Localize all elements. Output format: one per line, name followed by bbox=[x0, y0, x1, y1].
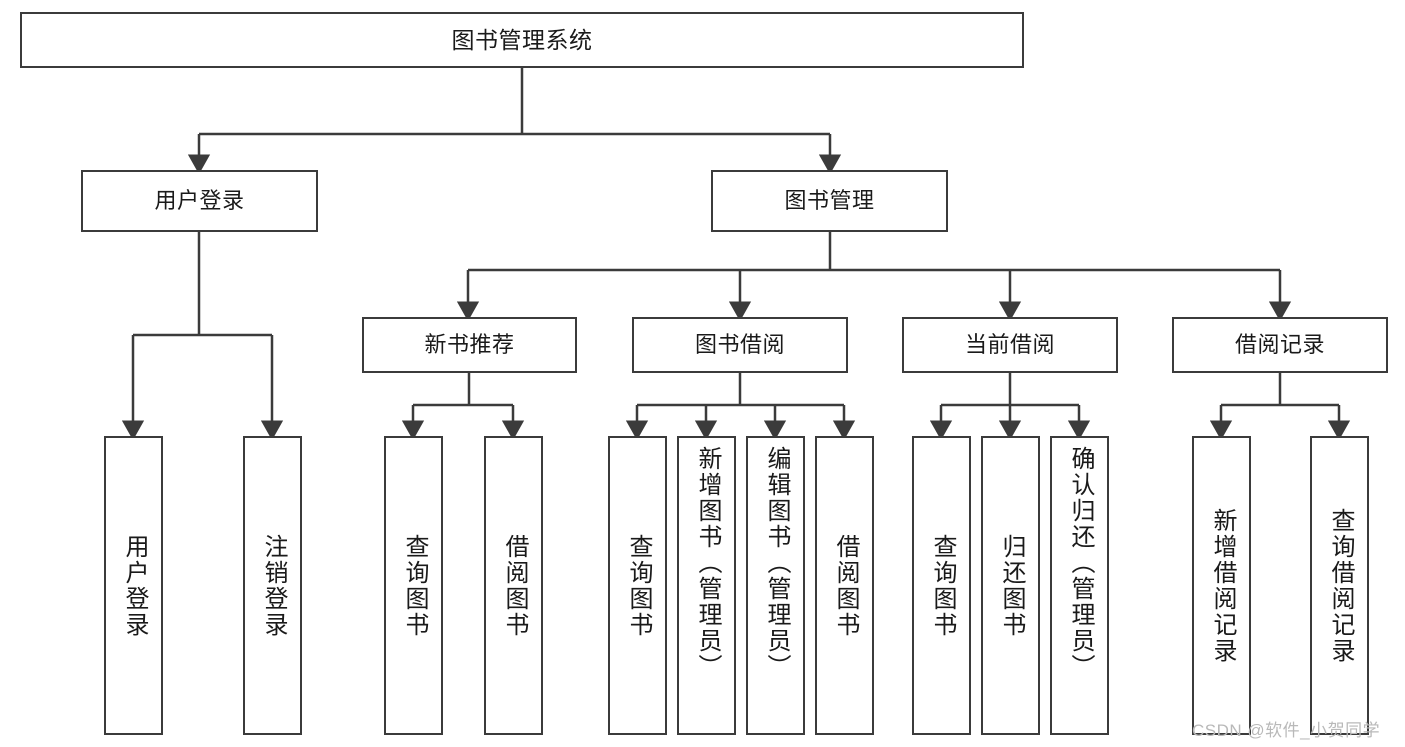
node-user-login[interactable]: 用户登录 bbox=[81, 170, 318, 232]
leaf-query-book-borrow[interactable]: 查询图书 bbox=[608, 436, 667, 735]
leaf-query-borrow-record[interactable]: 查询借阅记录 bbox=[1310, 436, 1369, 735]
leaf-confirm-return-admin[interactable]: 确认归还（管理员） bbox=[1050, 436, 1109, 735]
leaf-borrow-book[interactable]: 借阅图书 bbox=[815, 436, 874, 735]
node-book-management[interactable]: 图书管理 bbox=[711, 170, 948, 232]
node-label: 图书管理系统 bbox=[451, 26, 593, 53]
node-label: 新书推荐 bbox=[424, 332, 515, 358]
node-label: 借阅图书 bbox=[500, 533, 528, 638]
leaf-return-book[interactable]: 归还图书 bbox=[981, 436, 1040, 735]
leaf-query-book-current[interactable]: 查询图书 bbox=[912, 436, 971, 735]
leaf-add-book-admin[interactable]: 新增图书（管理员） bbox=[677, 436, 736, 735]
leaf-logout[interactable]: 注销登录 bbox=[243, 436, 302, 735]
node-label: 新增借阅记录 bbox=[1208, 507, 1236, 664]
node-label: 新增图书（管理员） bbox=[693, 446, 721, 680]
node-label: 图书管理 bbox=[784, 188, 875, 214]
leaf-edit-book-admin[interactable]: 编辑图书（管理员） bbox=[746, 436, 805, 735]
node-label: 借阅记录 bbox=[1234, 332, 1325, 358]
node-book-borrow[interactable]: 图书借阅 bbox=[632, 317, 848, 373]
leaf-add-borrow-record[interactable]: 新增借阅记录 bbox=[1192, 436, 1251, 735]
node-current-borrow[interactable]: 当前借阅 bbox=[902, 317, 1118, 373]
node-label: 确认归还（管理员） bbox=[1066, 446, 1094, 680]
node-label: 借阅图书 bbox=[831, 533, 859, 638]
leaf-borrow-book-recommend[interactable]: 借阅图书 bbox=[484, 436, 543, 735]
node-label: 查询借阅记录 bbox=[1326, 507, 1354, 664]
node-label: 当前借阅 bbox=[964, 332, 1055, 358]
node-label: 查询图书 bbox=[400, 533, 428, 638]
leaf-user-login[interactable]: 用户登录 bbox=[104, 436, 163, 735]
csdn-watermark: CSDN @软件_小贺同学 bbox=[1192, 721, 1381, 740]
node-label: 编辑图书（管理员） bbox=[762, 446, 790, 680]
node-label: 用户登录 bbox=[154, 188, 245, 214]
node-borrow-record[interactable]: 借阅记录 bbox=[1172, 317, 1388, 373]
node-label: 用户登录 bbox=[120, 533, 148, 638]
node-label: 查询图书 bbox=[624, 533, 652, 638]
node-new-book-recommend[interactable]: 新书推荐 bbox=[362, 317, 577, 373]
leaf-query-book-recommend[interactable]: 查询图书 bbox=[384, 436, 443, 735]
node-label: 注销登录 bbox=[259, 533, 287, 638]
node-root-book-management-system[interactable]: 图书管理系统 bbox=[20, 12, 1024, 68]
node-label: 图书借阅 bbox=[694, 332, 785, 358]
node-label: 归还图书 bbox=[997, 533, 1025, 638]
node-label: 查询图书 bbox=[928, 533, 956, 638]
